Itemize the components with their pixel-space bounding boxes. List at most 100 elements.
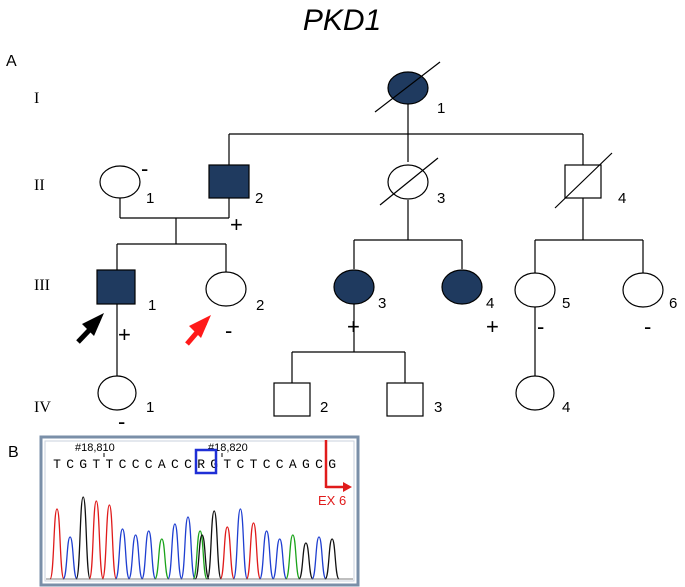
unaffected-male-IV2 bbox=[273, 382, 311, 417]
trace-peak bbox=[141, 530, 157, 580]
base-call: C bbox=[119, 457, 127, 472]
trace-peak bbox=[154, 538, 170, 580]
base-call: C bbox=[66, 457, 74, 472]
status-symbol: + bbox=[118, 322, 131, 347]
figure-title: PKD1 bbox=[303, 4, 381, 37]
unaffected-female-IV1 bbox=[97, 375, 137, 411]
individual-number: 4 bbox=[618, 190, 626, 207]
individual-number: 1 bbox=[146, 190, 154, 207]
panel-b-label: B bbox=[8, 444, 19, 461]
affected-male-III1 bbox=[96, 269, 136, 305]
base-call: G bbox=[328, 457, 336, 472]
affected-female-III4 bbox=[441, 269, 483, 305]
affected-female-I1 bbox=[387, 71, 429, 105]
affected-female-III3 bbox=[333, 269, 375, 305]
unaffected-male-IV3 bbox=[386, 382, 424, 417]
individual-number: 2 bbox=[256, 297, 264, 314]
trace-peak bbox=[272, 538, 288, 580]
trace-peak bbox=[180, 516, 196, 580]
individual-number: 6 bbox=[669, 295, 677, 312]
trace-peak bbox=[75, 496, 91, 580]
status-symbol: + bbox=[486, 314, 499, 339]
trace-peak bbox=[127, 534, 144, 580]
trace-peak bbox=[101, 504, 118, 580]
deceased-slash bbox=[554, 152, 613, 209]
base-call: G bbox=[210, 457, 218, 472]
generation-label-II: II bbox=[34, 177, 45, 194]
individual-number: 4 bbox=[486, 295, 494, 312]
base-call: C bbox=[236, 457, 244, 472]
individual-number: 3 bbox=[378, 295, 386, 312]
chromatogram-traces bbox=[46, 496, 353, 580]
trace-peak bbox=[49, 508, 65, 580]
unaffected-female-II1 bbox=[99, 165, 141, 199]
base-call: C bbox=[132, 457, 140, 472]
panel-a-label: A bbox=[6, 53, 17, 70]
variant-highlight-box bbox=[194, 448, 218, 475]
unaffected-female-IV4 bbox=[515, 375, 555, 411]
generation-label-III: III bbox=[34, 277, 50, 294]
trace-peak bbox=[311, 536, 327, 580]
base-call: C bbox=[145, 457, 153, 472]
base-call: C bbox=[315, 457, 323, 472]
individual-number: 3 bbox=[437, 190, 445, 207]
base-call: G bbox=[79, 457, 87, 472]
individual-number: 4 bbox=[562, 399, 570, 416]
trace-peak bbox=[192, 530, 208, 580]
exon-label: EX 6 bbox=[318, 493, 346, 508]
proband-arrow bbox=[76, 313, 104, 344]
deceased-slash bbox=[379, 157, 439, 206]
status-symbol: - bbox=[644, 314, 651, 339]
trace-peak bbox=[88, 500, 104, 580]
individual-number: 2 bbox=[320, 399, 328, 416]
base-call: C bbox=[276, 457, 284, 472]
exon-boundary-marker bbox=[324, 440, 352, 492]
base-call: C bbox=[263, 457, 271, 472]
individual-number: 1 bbox=[148, 297, 156, 314]
base-call: A bbox=[158, 457, 166, 472]
trace-peak bbox=[167, 523, 183, 580]
status-symbol: - bbox=[118, 409, 125, 434]
trace-peak bbox=[258, 530, 275, 580]
base-call: T bbox=[105, 457, 113, 472]
trace-peak bbox=[298, 542, 314, 580]
base-call: T bbox=[92, 457, 100, 472]
trace-peak bbox=[206, 510, 222, 580]
individual-number: 3 bbox=[434, 399, 442, 416]
individual-number: 1 bbox=[146, 399, 154, 416]
base-call: T bbox=[250, 457, 258, 472]
base-call: C bbox=[184, 457, 192, 472]
individual-number: 5 bbox=[562, 295, 570, 312]
unaffected-female-III2 bbox=[205, 271, 247, 307]
base-call: T bbox=[223, 457, 231, 472]
sequence-position-1: #18,810 bbox=[75, 442, 115, 454]
unaffected-female-III6 bbox=[622, 272, 664, 308]
individual-number: 2 bbox=[255, 190, 263, 207]
deceased-slash bbox=[374, 61, 441, 113]
base-call: T bbox=[53, 457, 61, 472]
trace-peak bbox=[62, 536, 78, 580]
trace-peak bbox=[324, 538, 340, 580]
trace-peak bbox=[219, 526, 235, 580]
base-call: R bbox=[197, 457, 205, 472]
sibling-arrow bbox=[185, 315, 211, 346]
trace-peak bbox=[245, 522, 262, 580]
status-symbol: - bbox=[141, 156, 148, 181]
generation-label-I: I bbox=[34, 90, 39, 107]
base-call: G bbox=[302, 457, 310, 472]
affected-male-II2 bbox=[208, 164, 250, 199]
trace-peak bbox=[194, 534, 210, 580]
trace-peak bbox=[232, 508, 249, 580]
status-symbol: + bbox=[230, 212, 243, 237]
unaffected-female-III5 bbox=[514, 272, 556, 308]
individual-number: 1 bbox=[437, 100, 445, 117]
status-symbol: + bbox=[347, 314, 360, 339]
status-symbol: - bbox=[537, 314, 544, 339]
base-call: C bbox=[171, 457, 179, 472]
chromatogram-inner-frame bbox=[44, 440, 355, 582]
base-call: A bbox=[289, 457, 297, 472]
generation-label-IV: IV bbox=[34, 399, 51, 416]
